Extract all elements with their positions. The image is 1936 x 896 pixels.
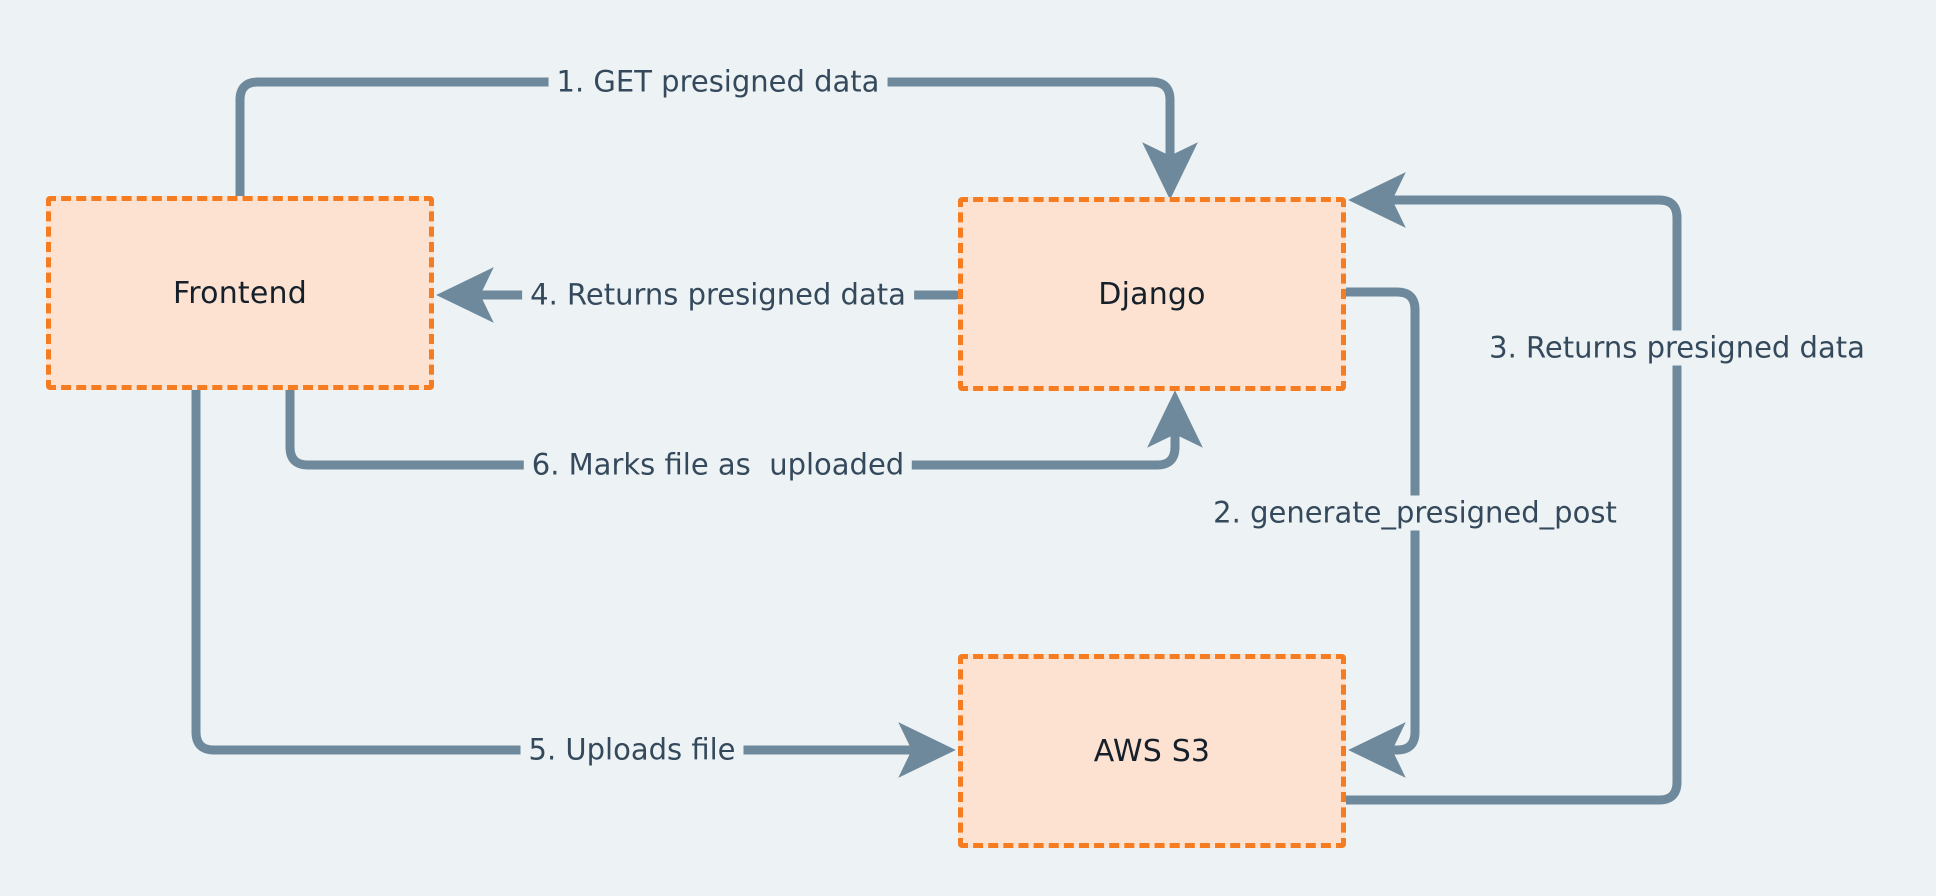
node-aws-s3-label: AWS S3 xyxy=(1093,733,1211,769)
edge-path-5 xyxy=(191,385,956,778)
node-frontend-label: Frontend xyxy=(173,275,307,311)
edge-label-5: 5. Uploads file xyxy=(520,732,744,768)
node-django-label: Django xyxy=(1098,276,1206,312)
node-aws-s3[interactable]: AWS S3 xyxy=(958,654,1346,848)
edge-label-2: 2. generate_presigned_post xyxy=(1205,495,1625,531)
edge-label-4: 4. Returns presigned data xyxy=(522,277,914,313)
node-django[interactable]: Django xyxy=(958,197,1346,391)
edge-label-3: 3. Returns presigned data xyxy=(1481,330,1873,366)
edge-path-3 xyxy=(1341,172,1682,805)
edge-label-6: 6. Marks file as uploaded xyxy=(523,447,913,483)
edge-label-1: 1. GET presigned data xyxy=(548,64,888,100)
node-frontend[interactable]: Frontend xyxy=(46,196,434,390)
